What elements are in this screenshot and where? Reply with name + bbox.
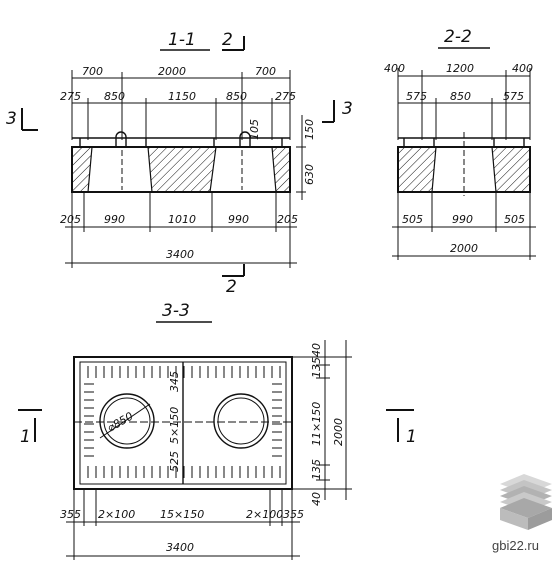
section-3-3-title: 3-3 [162,301,190,321]
dim-s11-bot-4: 990 [228,213,249,226]
dim-s33-right-2: 135 [310,357,323,378]
section-1-1-title: 1-1 [168,30,196,50]
reinforcement-marks [84,366,282,478]
cut-mark-3-right: 3 [342,99,353,119]
dim-s11-small-1: 105 [248,119,261,140]
dim-s22-mid-2: 850 [450,90,471,103]
dim-s11-small-2: 150 [303,119,316,140]
dim-s33-bot-4: 2×100 [246,508,283,521]
dim-hole-diameter: ⌀850 [105,410,135,435]
cut-mark-2-bottom: 2 [226,277,237,297]
dim-s33-bot-5: 355 [283,508,304,521]
dim-s22-top-1: 400 [384,62,405,75]
dim-s11-mid-1: 275 [60,90,81,103]
dim-s22-bot-3: 505 [504,213,525,226]
dim-s33-right-3: 11×150 [310,402,323,446]
dim-s33-total: 3400 [166,541,194,554]
section-2-2: 2-2 400 1200 400 575 850 575 505 990 505 [384,27,536,260]
cut-mark-1-right: 1 [406,427,417,447]
section-3-3: 3-3 ⌀850 345 5×150 525 40 135 11×150 135 [18,301,417,560]
dim-s33-bot-1: 355 [60,508,81,521]
dim-s11-bot-1: 205 [60,213,81,226]
dim-s11-bot-5: 205 [277,213,298,226]
dim-s11-bot-3: 1010 [168,213,196,226]
dim-s22-bot-1: 505 [402,213,423,226]
dim-s11-top-3: 700 [255,65,276,78]
dim-s33-inner-3: 525 [168,451,181,472]
dim-s11-height: 630 [303,164,316,185]
dim-s33-inner-1: 345 [168,371,181,392]
cut-mark-2-top: 2 [222,30,233,50]
dim-s33-bot-3: 15×150 [160,508,204,521]
dim-s11-top-1: 700 [82,65,103,78]
cut-mark-3-left: 3 [6,109,17,129]
dim-s11-mid-4: 850 [226,90,247,103]
dim-s33-bot-2: 2×100 [98,508,135,521]
dim-s22-top-3: 400 [512,62,533,75]
cut-mark-1-left: 1 [20,427,31,447]
dim-s22-mid-1: 575 [406,90,427,103]
section-1-1: 1-1 2 700 2000 700 275 850 1150 850 275 [6,30,353,297]
dim-s33-right-1: 40 [310,343,323,357]
dim-s33-right-4: 135 [310,459,323,480]
dim-s11-mid-5: 275 [275,90,296,103]
dim-s22-top-2: 1200 [446,62,474,75]
dim-s22-mid-3: 575 [503,90,524,103]
dim-s33-right-total: 2000 [332,418,345,446]
watermark-text: gbi22.ru [492,538,539,553]
dim-s11-mid-2: 850 [104,90,125,103]
dim-s33-inner-2: 5×150 [168,407,181,444]
dim-s11-bot-2: 990 [104,213,125,226]
dim-s11-top-2: 2000 [158,65,186,78]
section-2-2-title: 2-2 [444,27,472,47]
dim-s11-mid-3: 1150 [168,90,196,103]
dim-s22-total: 2000 [450,242,478,255]
dim-s22-bot-2: 990 [452,213,473,226]
dim-s33-right-5: 40 [310,492,323,506]
dim-s11-total: 3400 [166,248,194,261]
watermark-logo [500,474,552,530]
